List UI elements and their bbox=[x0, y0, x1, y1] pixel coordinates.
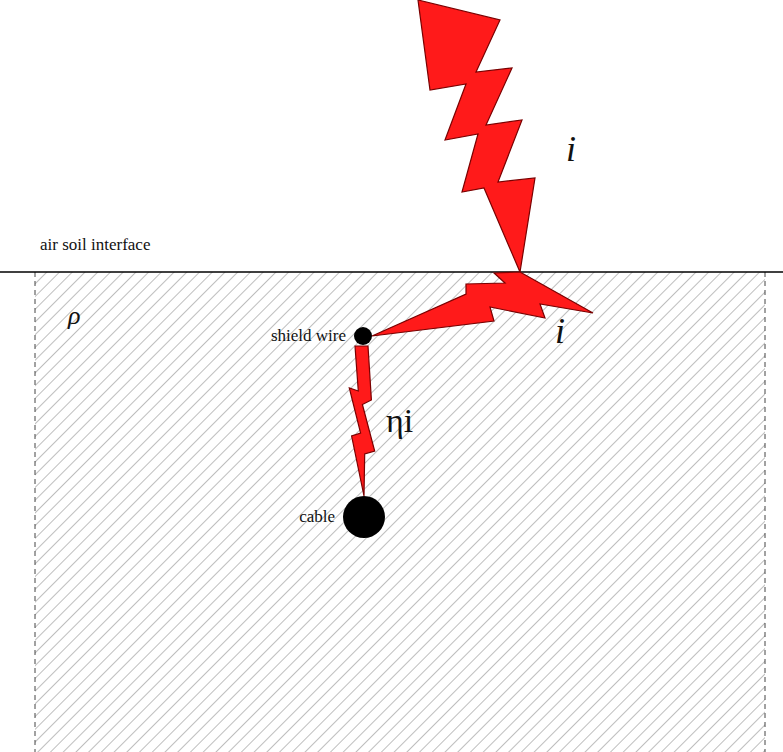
soil-region bbox=[35, 272, 765, 752]
text-label: air soil interface bbox=[40, 236, 150, 255]
soil-boundary bbox=[35, 272, 36, 752]
conductor-dot bbox=[343, 496, 385, 538]
cable-conductor: cable bbox=[299, 496, 385, 538]
node-label: shield wire bbox=[271, 326, 346, 346]
text-label: i bbox=[555, 312, 565, 352]
node-label: cable bbox=[299, 507, 335, 527]
edge-label: ηi bbox=[386, 402, 413, 439]
text-label: ρ bbox=[68, 302, 80, 331]
conductor-dot bbox=[354, 327, 372, 345]
text-label: i bbox=[566, 130, 576, 170]
shield-wire: shield wire bbox=[271, 326, 372, 346]
soil-boundary bbox=[765, 272, 766, 752]
lightning-bolt bbox=[418, 0, 535, 272]
air-soil-line bbox=[0, 271, 783, 273]
lightning-connector bbox=[349, 346, 374, 496]
